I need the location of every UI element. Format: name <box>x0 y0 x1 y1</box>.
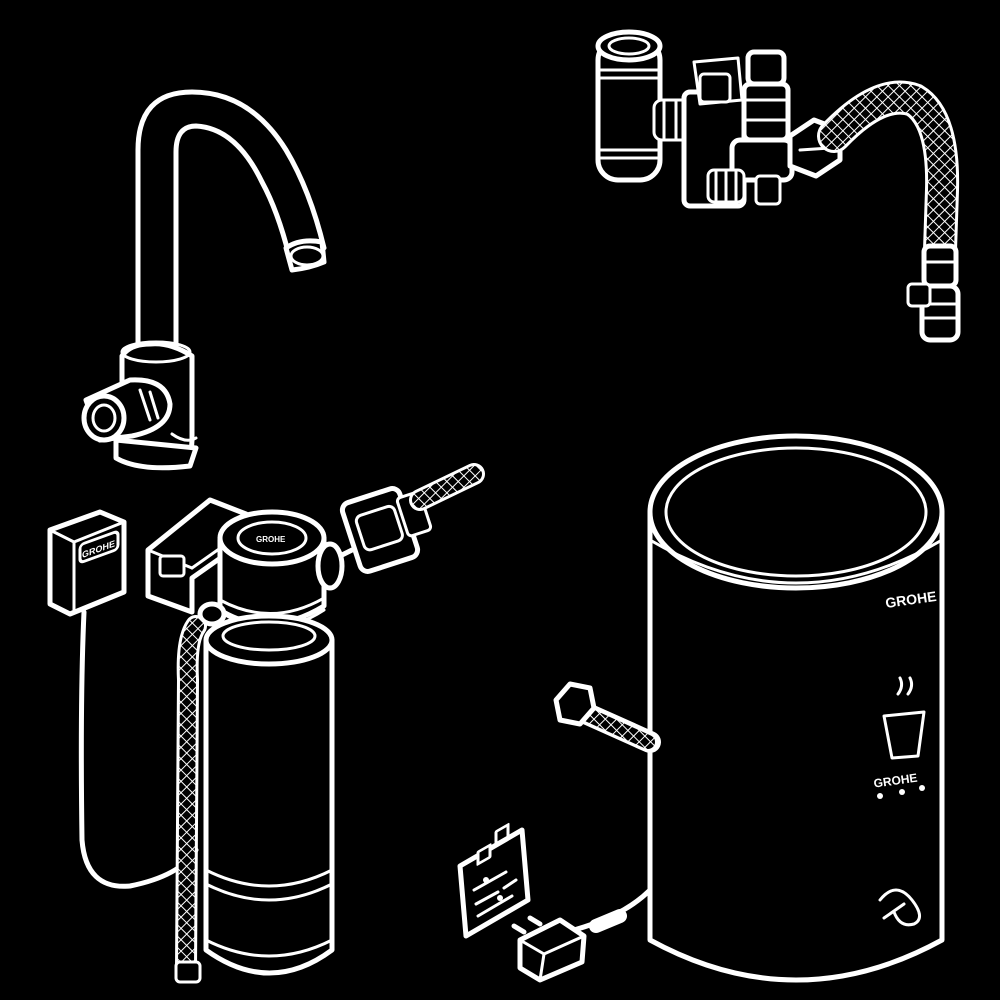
boiler-tank-icon: GROHE GROHE <box>553 433 945 983</box>
mixing-valve-assembly-icon <box>595 29 961 343</box>
water-filter-icon: GROHE <box>145 497 335 984</box>
boiler-brand-label: GROHE <box>884 588 937 611</box>
instruction-label-icon <box>457 822 531 939</box>
swivel-spout-tap-icon <box>81 89 327 471</box>
control-unit-icon: GROHE <box>47 509 199 889</box>
boiler-panel-brand-label: GROHE <box>873 771 919 791</box>
filter-dial-label: GROHE <box>256 535 286 544</box>
power-plug-icon <box>511 915 587 983</box>
solenoid-valve-icon <box>315 463 485 591</box>
